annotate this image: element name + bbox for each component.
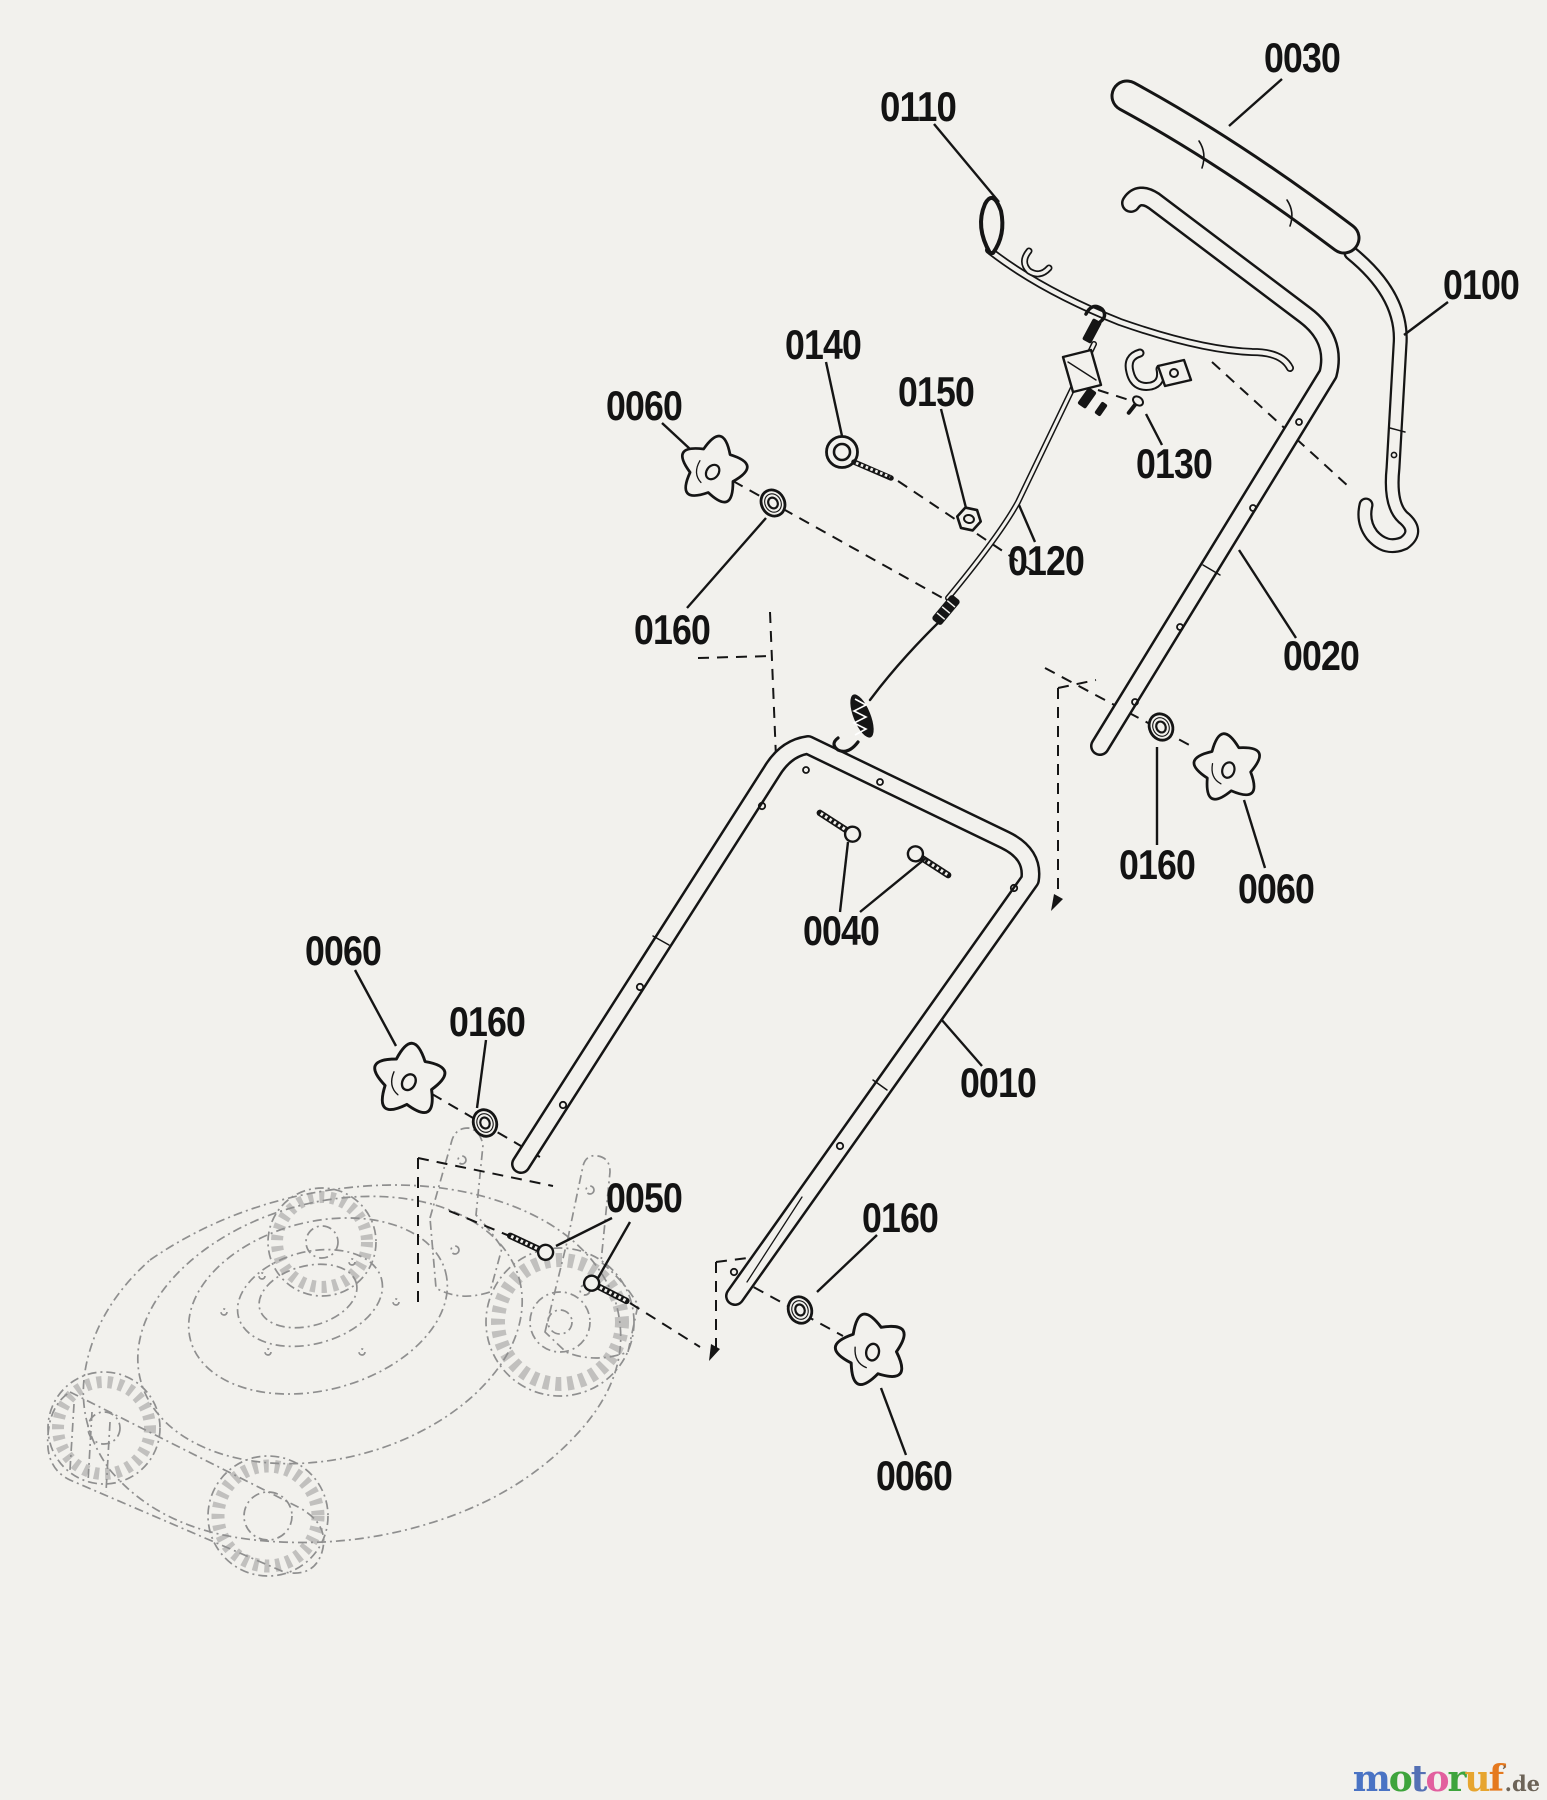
part-label-0060-2: 0060 [1238, 865, 1314, 912]
star-knob [673, 427, 754, 507]
part-label-0120: 0120 [1008, 537, 1084, 584]
part-label-0160-1: 0160 [634, 606, 710, 653]
part-label-0150: 0150 [898, 368, 974, 415]
bail-art [979, 195, 1290, 387]
part-label-0160-2: 0160 [1119, 841, 1195, 888]
spring-art [832, 694, 874, 753]
part-label-0160-3: 0160 [449, 998, 525, 1045]
bolt [816, 807, 863, 845]
part-label-0060-4: 0060 [876, 1452, 952, 1499]
washer [782, 1291, 818, 1329]
part-label-0050: 0050 [606, 1174, 682, 1221]
logo-letter: o [1389, 1758, 1412, 1800]
deck-wheel [207, 1455, 329, 1577]
logo-letter: t [1411, 1758, 1428, 1800]
logo-letter: o [1425, 1758, 1448, 1800]
fasteners [369, 395, 1267, 1391]
part-label-0060-1: 0060 [606, 382, 682, 429]
mower-deck-ghost [46, 1127, 639, 1577]
part-label-0100: 0100 [1443, 261, 1519, 308]
part-label-0030: 0030 [1264, 34, 1340, 81]
screw [1126, 395, 1144, 415]
star-knob [1189, 727, 1267, 803]
logo-letter: r [1447, 1758, 1467, 1800]
washer [755, 484, 791, 522]
logo-suffix: .de [1505, 1771, 1540, 1796]
part-label-0110: 0110 [880, 83, 956, 130]
part-label-0020: 0020 [1283, 632, 1359, 679]
grip-art [1127, 96, 1344, 238]
logo-letter: u [1464, 1758, 1489, 1800]
star-knob [369, 1038, 449, 1116]
leader-lines [353, 78, 1449, 1456]
deck-wheel [267, 1187, 377, 1297]
part-label-0160-4: 0160 [862, 1194, 938, 1241]
logo-letter: m [1353, 1758, 1391, 1800]
deck-wheel [485, 1247, 635, 1397]
cable-art [832, 304, 1193, 753]
lower-handle-art [521, 745, 1030, 1296]
star-knob [827, 1304, 916, 1391]
washer [468, 1104, 502, 1142]
hex-nut [955, 506, 983, 532]
part-label-0040: 0040 [803, 907, 879, 954]
right-loop-art [1351, 253, 1412, 546]
site-watermark: motoruf’.de [1353, 1758, 1540, 1800]
washer [1143, 708, 1179, 746]
eye-bolt [825, 435, 894, 481]
part-label-0140: 0140 [785, 321, 861, 368]
part-label-0010: 0010 [960, 1059, 1036, 1106]
upper-handle-art [1100, 196, 1330, 746]
screw [507, 1229, 555, 1262]
bolt [905, 843, 952, 881]
part-label-0060-3: 0060 [305, 927, 381, 974]
part-label-0130: 0130 [1136, 440, 1212, 487]
